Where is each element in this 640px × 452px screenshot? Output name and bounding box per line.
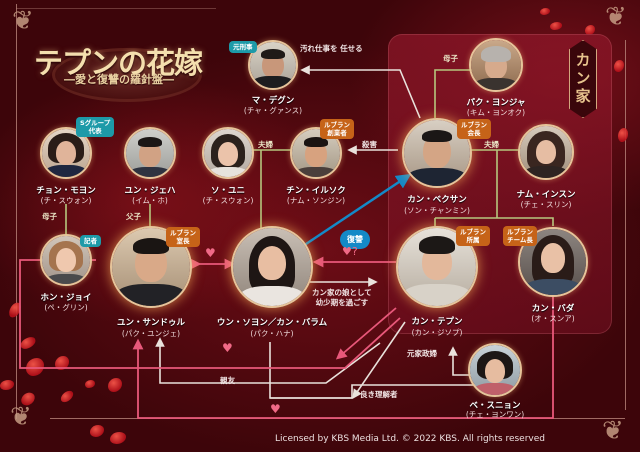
portrait-hong-joy[interactable] xyxy=(40,234,92,286)
badge-text: ルブラン 創業者 xyxy=(324,121,350,137)
portrait-kang-taepoong[interactable] xyxy=(396,226,478,308)
license-footer: Licensed by KBS Media Ltd. © 2022 KBS. A… xyxy=(275,434,545,444)
ornament-top-left-icon: ❦ xyxy=(12,6,34,36)
frame-line-top xyxy=(16,8,216,9)
petal-decoration xyxy=(108,378,122,392)
portrait-yoon-sandeul[interactable] xyxy=(110,226,192,308)
name-jung-moyeon: チョン・モヨン xyxy=(36,186,96,196)
badge-text: ルブラン チーム長 xyxy=(507,228,533,244)
portrait-ma-daegun[interactable] xyxy=(248,40,298,90)
petal-decoration xyxy=(55,356,69,370)
name-baek-youngja: パク・ヨンジャ xyxy=(466,98,526,108)
name-kang-baeksan: カン・ベクサン xyxy=(407,195,467,205)
portrait-jin-ilseok[interactable] xyxy=(290,127,342,179)
badge-kang-taepoong: ルブラン 所属 xyxy=(456,226,490,246)
drama-subtitle: ―愛と復讐の羅針盤― xyxy=(64,73,174,86)
heart-icon: ♥ xyxy=(205,246,216,260)
petal-decoration xyxy=(0,380,14,390)
name-yoon-jaeha: ユン・ジェハ xyxy=(124,186,176,196)
badge-hong-joy: 記者 xyxy=(80,235,101,247)
ornament-bottom-right-icon: ❦ xyxy=(602,416,624,446)
badge-ma-daegun: 元刑事 xyxy=(229,41,257,53)
badge-kang-bada: ルブラン チーム長 xyxy=(503,226,537,246)
badge-jin-ilseok: ルブラン 創業者 xyxy=(320,119,354,139)
relation-mother-child-jung: 母子 xyxy=(42,212,57,221)
badge-text: ルブラン 会長 xyxy=(461,121,487,137)
name-bae-sunyoung: ベ・スニョン xyxy=(469,401,521,411)
actor-nam-insun: (チェ・スリン) xyxy=(520,200,572,209)
petal-decoration xyxy=(110,432,126,444)
petal-decoration xyxy=(85,380,95,388)
relation-good-understander: 良き理解者 xyxy=(360,390,398,399)
petal-decoration xyxy=(618,128,628,142)
name-kang-taepoong: カン・テプン xyxy=(411,317,463,327)
actor-ma-daegun: (チャ・グァンス) xyxy=(243,106,303,115)
heart-icon: ♥ xyxy=(270,402,281,416)
relation-murder: 殺害 xyxy=(362,140,377,149)
relation-best-friend: 親友 xyxy=(220,376,235,385)
relation-mother-son-baek: 母子 xyxy=(443,54,458,63)
drama-title: テプンの花嫁 xyxy=(34,46,203,80)
petal-decoration xyxy=(26,358,44,376)
frame-line-right xyxy=(625,40,626,410)
spacer xyxy=(300,38,301,39)
petal-decoration xyxy=(614,60,624,72)
name-yoon-sandeul: ユン・サンドゥル xyxy=(116,318,186,328)
compass-emblem xyxy=(52,48,202,102)
kang-family-label: カン家 xyxy=(569,40,597,118)
badge-jung-moyeon: Sグループ 代表 xyxy=(76,117,115,137)
badge-text: Sグループ 代表 xyxy=(80,119,111,135)
actor-kang-baeksan: (ソン・チャンミン) xyxy=(404,206,470,215)
frame-line-left xyxy=(16,4,17,419)
actor-jin-ilseok: (ナム・ソンジン) xyxy=(286,196,346,205)
petal-decoration xyxy=(540,8,550,15)
relation-ex-housekeeper: 元家政婦 xyxy=(407,349,437,358)
petal-decoration xyxy=(585,25,595,35)
badge-kang-baeksan: ルブラン 会長 xyxy=(457,119,491,139)
actor-yoon-jaeha: (イム・ホ) xyxy=(132,196,168,205)
portrait-yoon-jaeha[interactable] xyxy=(124,127,176,179)
badge-text: ルブラン 室長 xyxy=(170,229,196,245)
actor-kang-taepoong: (カン・ジソプ) xyxy=(411,328,463,337)
relation-love-question: ♥? xyxy=(342,245,358,258)
actor-so-yuni: (チ・スウォン) xyxy=(202,196,254,205)
portrait-eun-seoyeon[interactable] xyxy=(231,226,313,308)
actor-kang-bada: (オ・スンア) xyxy=(531,314,575,323)
name-eun-seoyeon: ウン・ソヨン／カン・バラム xyxy=(216,318,328,328)
name-jin-ilseok: チン・イルソク xyxy=(286,186,346,196)
relation-dirty-work: 汚れ仕事を 任せる xyxy=(300,44,363,53)
actor-eun-seoyeon: (パク・ハナ) xyxy=(250,329,294,338)
portrait-baek-youngja[interactable] xyxy=(469,38,523,92)
name-so-yuni: ソ・ユニ xyxy=(210,186,246,196)
badge-text: ルブラン 所属 xyxy=(460,228,486,244)
heart-icon: ♥ xyxy=(222,341,233,355)
actor-hong-joy: (ペ・グリン) xyxy=(44,303,88,312)
relation-childhood: カン家の娘として 幼少期を過ごす xyxy=(312,288,372,307)
petal-decoration xyxy=(90,425,104,437)
name-kang-bada: カン・バダ xyxy=(531,304,575,314)
relation-revenge-badge: 復讐 xyxy=(340,230,370,249)
name-hong-joy: ホン・ジョイ xyxy=(40,293,92,303)
ornament-bottom-left-icon: ❦ xyxy=(10,402,32,432)
portrait-kang-baeksan[interactable] xyxy=(402,118,472,188)
ornament-top-right-icon: ❦ xyxy=(605,2,627,32)
badge-yoon-sandeul: ルブラン 室長 xyxy=(166,227,200,247)
portrait-so-yuni[interactable] xyxy=(202,127,254,179)
relation-couple-so-jin: 夫婦 xyxy=(258,140,273,149)
actor-yoon-sandeul: (パク・ユンジェ) xyxy=(121,329,181,338)
actor-bae-sunyoung: (チェ・ヨンワン) xyxy=(465,410,525,419)
petal-decoration xyxy=(550,22,562,30)
actor-baek-youngja: (キム・ヨンオク) xyxy=(466,108,526,117)
portrait-nam-insun[interactable] xyxy=(518,124,574,180)
name-nam-insun: ナム・インスン xyxy=(516,190,576,200)
relation-father-son-yoon: 父子 xyxy=(126,212,141,221)
actor-jung-moyeon: (チ・スウォン) xyxy=(40,196,92,205)
portrait-bae-sunyoung[interactable] xyxy=(468,343,522,397)
name-ma-daegun: マ・デグン xyxy=(251,96,295,106)
portrait-jung-moyeon[interactable] xyxy=(40,127,92,179)
relation-couple-kang-nam: 夫婦 xyxy=(484,140,499,149)
